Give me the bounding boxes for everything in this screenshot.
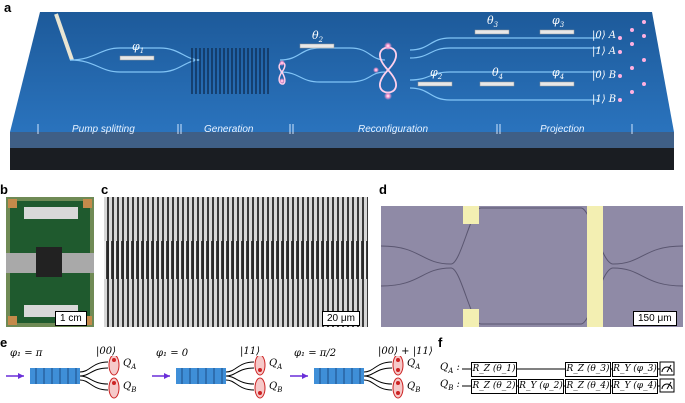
chip-top-surface (10, 12, 674, 132)
gate-qb-2: R_Y (φ_2) (518, 379, 564, 394)
case3-phase: φ₁ = π/2 (294, 348, 337, 359)
phase-label-theta2: θ2 (312, 29, 324, 45)
scalebar-d: 150 μm (633, 311, 677, 326)
phase-label-theta3: θ3 (487, 14, 499, 30)
case2-state: |11⟩ (240, 346, 260, 357)
chip-front-face (10, 132, 674, 148)
micrograph-coupler (381, 206, 683, 327)
section-projection: Projection (540, 124, 585, 135)
output-label-1b: |1⟩ B (592, 94, 617, 105)
phase-label-phi3: φ3 (552, 14, 565, 30)
gate-qa-2: R_Z (θ_3) (565, 362, 611, 377)
phase-label-phi4: φ4 (552, 66, 565, 82)
case1-phase: φ₁ = π (10, 348, 43, 359)
panel-label-e: e (0, 335, 8, 350)
gate-qa-3: R_Y (φ_3) (612, 362, 658, 377)
panel-label-d: d (379, 182, 387, 197)
sem-grating-image (104, 197, 368, 327)
circuit-label-qa: QA : (440, 362, 460, 375)
output-label-0a: |0⟩ A (592, 30, 617, 41)
case2-qb: QB (269, 381, 283, 394)
scalebar-b: 1 cm (55, 311, 87, 326)
section-reconfiguration: Reconfiguration (358, 124, 429, 135)
case1-qa: QA (123, 358, 137, 371)
gate-qb-4: R_Y (φ_4) (612, 379, 658, 394)
chip-schematic (10, 12, 674, 170)
chip-package-photo (6, 197, 94, 327)
gate-qb-1: R_Z (θ_2) (471, 379, 517, 394)
panel-label-c: c (101, 182, 109, 197)
chip-substrate (10, 148, 674, 170)
panel-label-b: b (0, 182, 8, 197)
scalebar-c: 20 μm (322, 311, 360, 326)
panel-label-a: a (4, 0, 12, 15)
section-generation: Generation (204, 124, 254, 135)
case3-qb: QB (407, 381, 421, 394)
output-label-0b: |0⟩ B (592, 70, 617, 81)
state-schematics (6, 356, 404, 399)
section-pump-splitting: Pump splitting (72, 124, 135, 135)
phase-label-theta4: θ4 (492, 66, 504, 82)
circuit-label-qb: QB : (440, 379, 460, 392)
case1-state: |00⟩ (96, 346, 116, 357)
phase-label-phi1: φ1 (132, 40, 145, 56)
case3-state: |00⟩ + |11⟩ (378, 346, 433, 357)
case2-qa: QA (269, 358, 283, 371)
case1-qb: QB (123, 381, 137, 394)
output-label-1a: |1⟩ A (592, 46, 617, 57)
gate-qa-1: R_Z (θ_1) (471, 362, 517, 377)
phase-label-phi2: φ2 (430, 66, 443, 82)
case3-qa: QA (407, 358, 421, 371)
panel-label-f: f (438, 335, 443, 350)
case2-phase: φ₁ = 0 (156, 348, 189, 359)
gate-qb-3: R_Z (θ_4) (565, 379, 611, 394)
